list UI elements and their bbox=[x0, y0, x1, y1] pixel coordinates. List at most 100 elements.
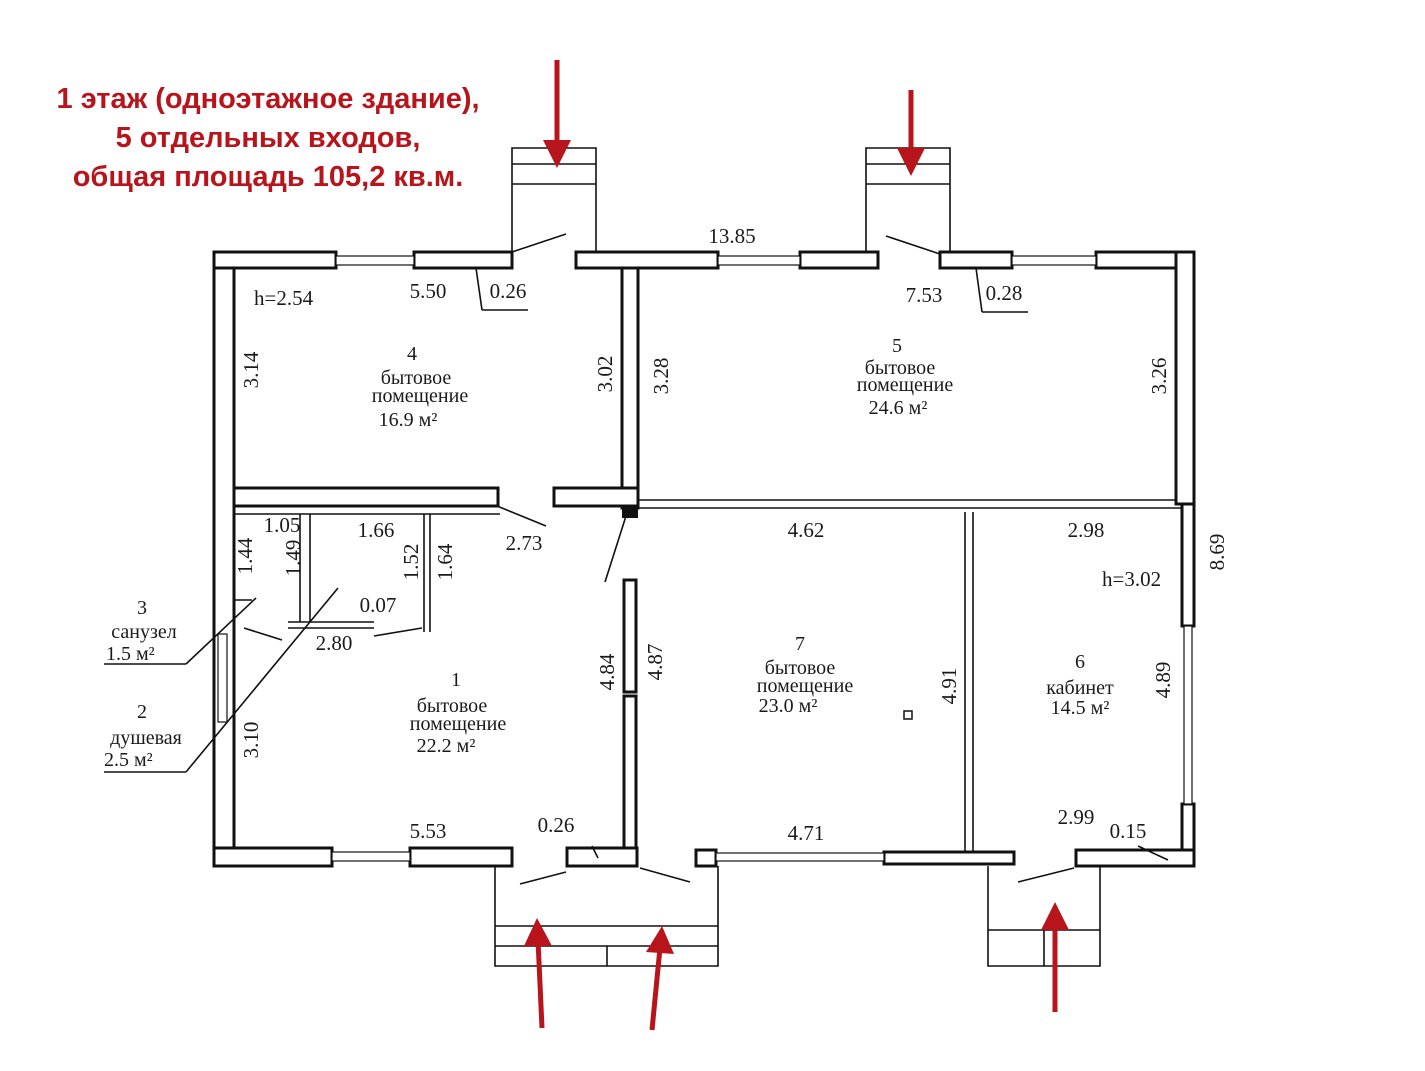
callout-name: душевая bbox=[110, 727, 182, 749]
callout-number: 2 bbox=[137, 701, 147, 723]
room-6: 6 кабинет 14.5 м² bbox=[1046, 651, 1114, 719]
entrance-arrows bbox=[524, 60, 1069, 1031]
entrance-arrow-icon bbox=[543, 60, 571, 168]
dim-label: 1.52 bbox=[399, 544, 423, 581]
wall-bottom-6 bbox=[1074, 848, 1196, 868]
wall-bottom-4 bbox=[694, 848, 718, 868]
dim-label: 4.62 bbox=[788, 518, 825, 542]
wall-top-1 bbox=[212, 250, 338, 270]
dim-label: 2.80 bbox=[316, 631, 353, 655]
dim-label: 2.98 bbox=[1068, 518, 1105, 542]
callout-3: 3 санузел 1.5 м² bbox=[106, 597, 177, 665]
inner-walls bbox=[232, 266, 1182, 852]
dim-label: 8.69 bbox=[1205, 534, 1229, 571]
callout-area: 1.5 м² bbox=[106, 643, 155, 665]
outer-walls bbox=[212, 250, 1196, 868]
room-area: 14.5 м² bbox=[1051, 697, 1110, 719]
wall-bottom-1 bbox=[212, 846, 334, 868]
room-4: 4 бытовое помещение 16.9 м² bbox=[372, 343, 469, 431]
callout-leaders bbox=[104, 587, 339, 773]
dim-label: 3.28 bbox=[649, 358, 673, 395]
window-left bbox=[217, 633, 228, 723]
dim-label: 1.44 bbox=[233, 537, 257, 574]
caption-floor: 1 этаж (одноэтажное здание), bbox=[56, 83, 480, 115]
dim-label: 2.99 bbox=[1058, 805, 1095, 829]
dim-label: 4.87 bbox=[643, 644, 667, 681]
wall-top-4 bbox=[798, 250, 880, 270]
room-number: 6 bbox=[1075, 651, 1085, 673]
entrance-arrow-icon bbox=[646, 926, 674, 1031]
wall-bottom-5 bbox=[882, 850, 1016, 866]
dim-label: 3.26 bbox=[1147, 358, 1171, 395]
dim-label: 4.91 bbox=[937, 668, 961, 705]
room-type-2: помещение bbox=[372, 385, 469, 407]
room-number: 7 bbox=[795, 633, 805, 655]
callout-name: санузел bbox=[111, 621, 176, 643]
ceiling-height-left: h=2.54 bbox=[254, 286, 314, 310]
wall-right-upper bbox=[1174, 250, 1196, 506]
window-bottom-1 bbox=[331, 851, 411, 862]
room-type-2: помещение bbox=[757, 675, 854, 697]
dim-label: 1.05 bbox=[264, 513, 301, 537]
room-area: 16.9 м² bbox=[379, 409, 438, 431]
callout-area: 2.5 м² bbox=[104, 749, 153, 771]
dim-label: 2.73 bbox=[506, 531, 543, 555]
dim-label: 1.66 bbox=[358, 518, 395, 542]
room-7: 7 бытовое помещение 23.0 м² bbox=[757, 633, 854, 717]
dim-label: 4.84 bbox=[595, 653, 619, 690]
dim-label: 0.26 bbox=[490, 279, 527, 303]
room-type: бытовое bbox=[381, 367, 452, 389]
room-type: бытовое bbox=[765, 657, 836, 679]
room-5: 5 бытовое помещение 24.6 м² bbox=[857, 335, 954, 419]
dim-label: 0.15 bbox=[1110, 819, 1147, 843]
wall-bottom-3 bbox=[565, 846, 639, 868]
wall-bottom-2 bbox=[408, 846, 514, 868]
entrance-arrow-icon bbox=[524, 918, 552, 1029]
dim-label: 1.64 bbox=[433, 543, 457, 580]
dim-label: 0.28 bbox=[986, 281, 1023, 305]
room-1: 1 бытовое помещение 22.2 м² bbox=[410, 669, 507, 757]
room-type-2: помещение bbox=[410, 713, 507, 735]
room-area: 24.6 м² bbox=[869, 397, 928, 419]
windows bbox=[217, 255, 1193, 862]
wall-left bbox=[212, 250, 236, 868]
dim-label: 5.50 bbox=[410, 279, 447, 303]
room-type: бытовое bbox=[865, 357, 936, 379]
plan-caption: 1 этаж (одноэтажное здание), 5 отдельных… bbox=[8, 80, 528, 197]
window-bottom-2 bbox=[715, 852, 885, 862]
caption-total-area: общая площадь 105,2 кв.м. bbox=[72, 161, 464, 193]
wall-top-5 bbox=[938, 250, 1014, 270]
window-top-1 bbox=[335, 255, 415, 266]
wall-room4-bottom bbox=[232, 486, 500, 508]
window-top-3 bbox=[1011, 255, 1097, 266]
dim-label: 0.07 bbox=[360, 593, 397, 617]
dim-label: 1.49 bbox=[281, 540, 305, 577]
wall-top-3 bbox=[574, 250, 720, 270]
ceiling-height-right: h=3.02 bbox=[1102, 567, 1161, 591]
dim-label: 0.26 bbox=[538, 813, 575, 837]
wall-top-2 bbox=[412, 250, 514, 270]
callout-number: 3 bbox=[137, 597, 147, 619]
room-number: 4 bbox=[407, 343, 417, 365]
room-area: 22.2 м² bbox=[417, 735, 476, 757]
callout-2: 2 душевая 2.5 м² bbox=[104, 701, 182, 771]
room-type: бытовое bbox=[417, 695, 488, 717]
dim-label: 7.53 bbox=[906, 283, 943, 307]
wall-room1-room7-upper bbox=[622, 578, 638, 694]
dim-label: 3.02 bbox=[593, 356, 617, 393]
dim-label: 3.14 bbox=[239, 351, 263, 388]
wall-room4-bottom-right bbox=[552, 486, 640, 508]
wall-room4-right bbox=[620, 266, 640, 510]
entrance-arrow-icon bbox=[897, 90, 925, 176]
window-top-2 bbox=[717, 255, 801, 266]
dim-label: 4.71 bbox=[788, 821, 825, 845]
doors bbox=[243, 233, 1169, 885]
room-type-2: помещение bbox=[857, 374, 954, 396]
dim-label: 5.53 bbox=[410, 819, 447, 843]
room-number: 1 bbox=[451, 669, 461, 691]
dim-label: 3.10 bbox=[239, 722, 263, 759]
caption-entrances: 5 отдельных входов, bbox=[115, 122, 421, 154]
dim-label: 4.89 bbox=[1151, 662, 1175, 699]
wall-room1-room7-lower bbox=[622, 694, 638, 850]
